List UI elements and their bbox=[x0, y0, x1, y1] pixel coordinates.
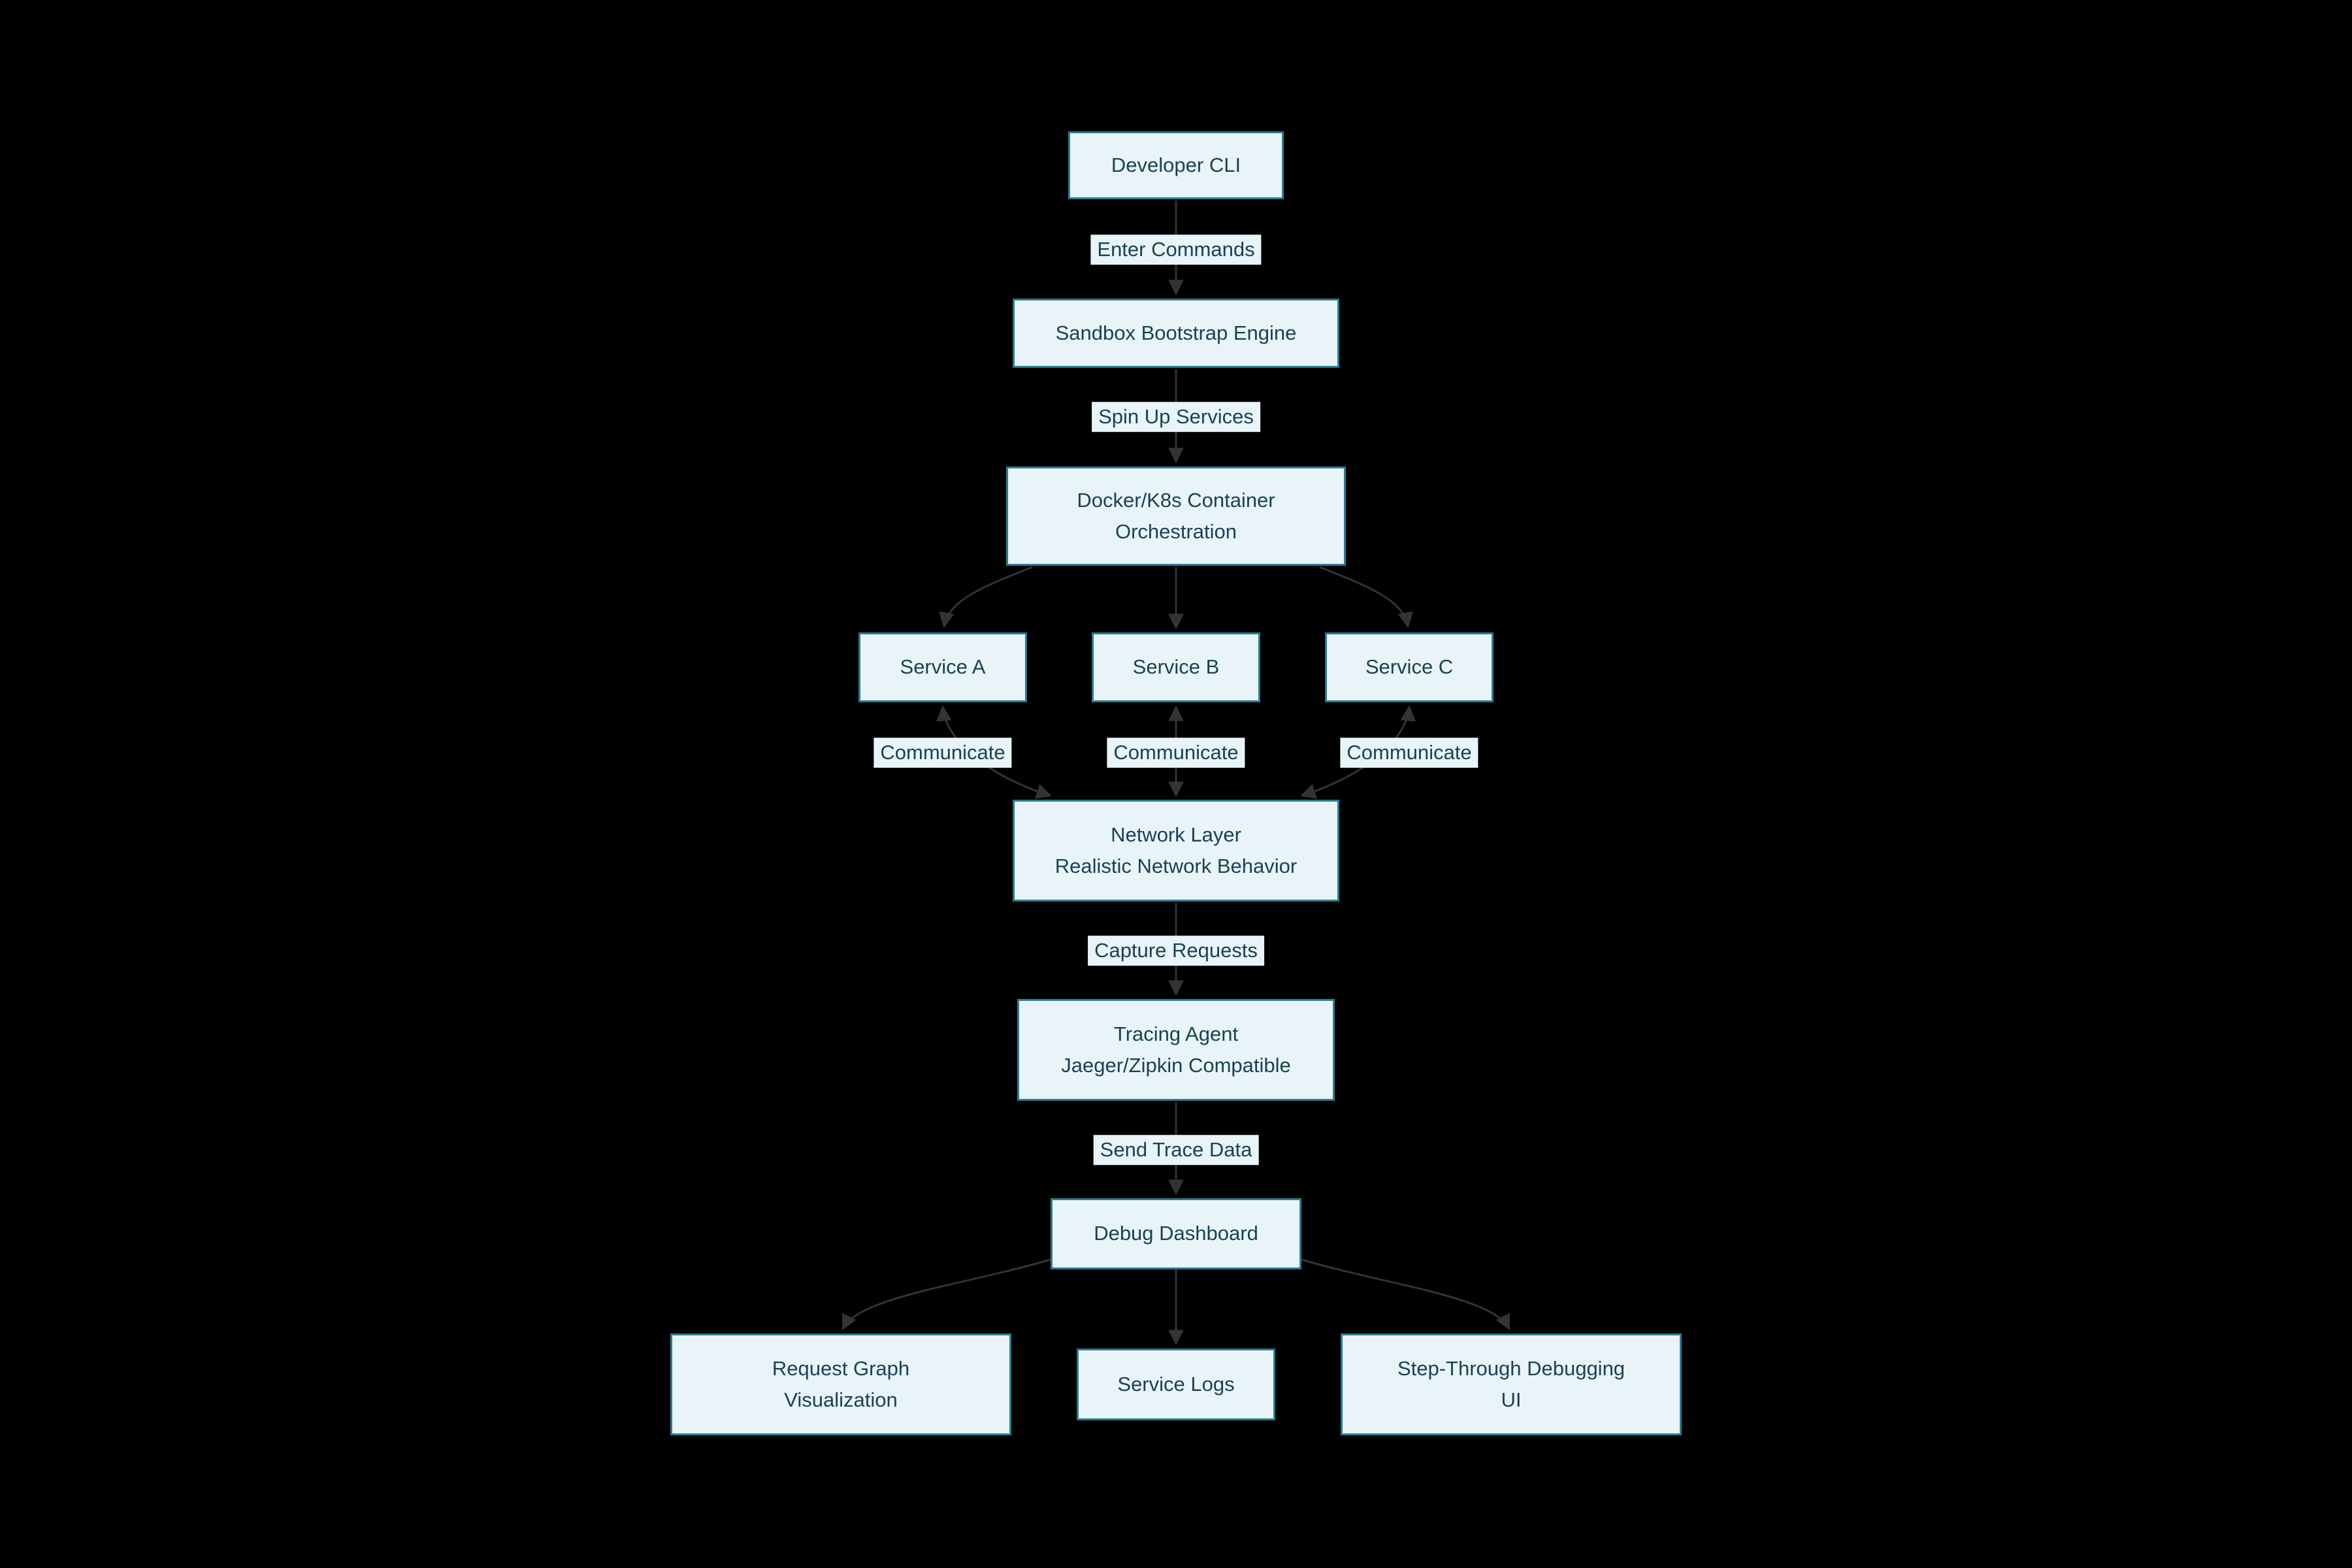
node-service-c: Service C bbox=[1325, 632, 1494, 702]
node-docker-k8s-orchestration: Docker/K8s Container Orchestration bbox=[1006, 466, 1346, 566]
edge-dashboard-to-request-graph bbox=[841, 1258, 1051, 1331]
edge-label-communicate-c: Communicate bbox=[1340, 738, 1478, 768]
edge-docker-to-service-a bbox=[938, 566, 1033, 629]
node-service-logs: Service Logs bbox=[1077, 1348, 1275, 1420]
edge-label-spin-up-services: Spin Up Services bbox=[1092, 402, 1260, 432]
node-debug-dashboard: Debug Dashboard bbox=[1051, 1198, 1301, 1269]
node-service-a: Service A bbox=[858, 632, 1027, 702]
node-service-b: Service B bbox=[1092, 632, 1260, 702]
edge-dashboard-to-step-debugging bbox=[1301, 1258, 1511, 1331]
node-request-graph-visualization: Request Graph Visualization bbox=[670, 1333, 1011, 1435]
node-step-through-debugging-ui: Step-Through Debugging UI bbox=[1341, 1333, 1682, 1435]
edge-label-send-trace-data: Send Trace Data bbox=[1093, 1135, 1259, 1165]
node-network-layer: Network Layer Realistic Network Behavior bbox=[1013, 800, 1339, 902]
node-developer-cli: Developer CLI bbox=[1068, 131, 1284, 199]
node-sandbox-bootstrap-engine: Sandbox Bootstrap Engine bbox=[1013, 299, 1339, 368]
edge-docker-to-service-c bbox=[1319, 566, 1414, 629]
node-tracing-agent: Tracing Agent Jaeger/Zipkin Compatible bbox=[1017, 999, 1335, 1101]
edge-label-capture-requests: Capture Requests bbox=[1088, 936, 1264, 966]
edge-label-communicate-b: Communicate bbox=[1107, 738, 1245, 768]
edge-label-enter-commands: Enter Commands bbox=[1090, 235, 1262, 265]
edge-label-communicate-a: Communicate bbox=[874, 738, 1012, 768]
